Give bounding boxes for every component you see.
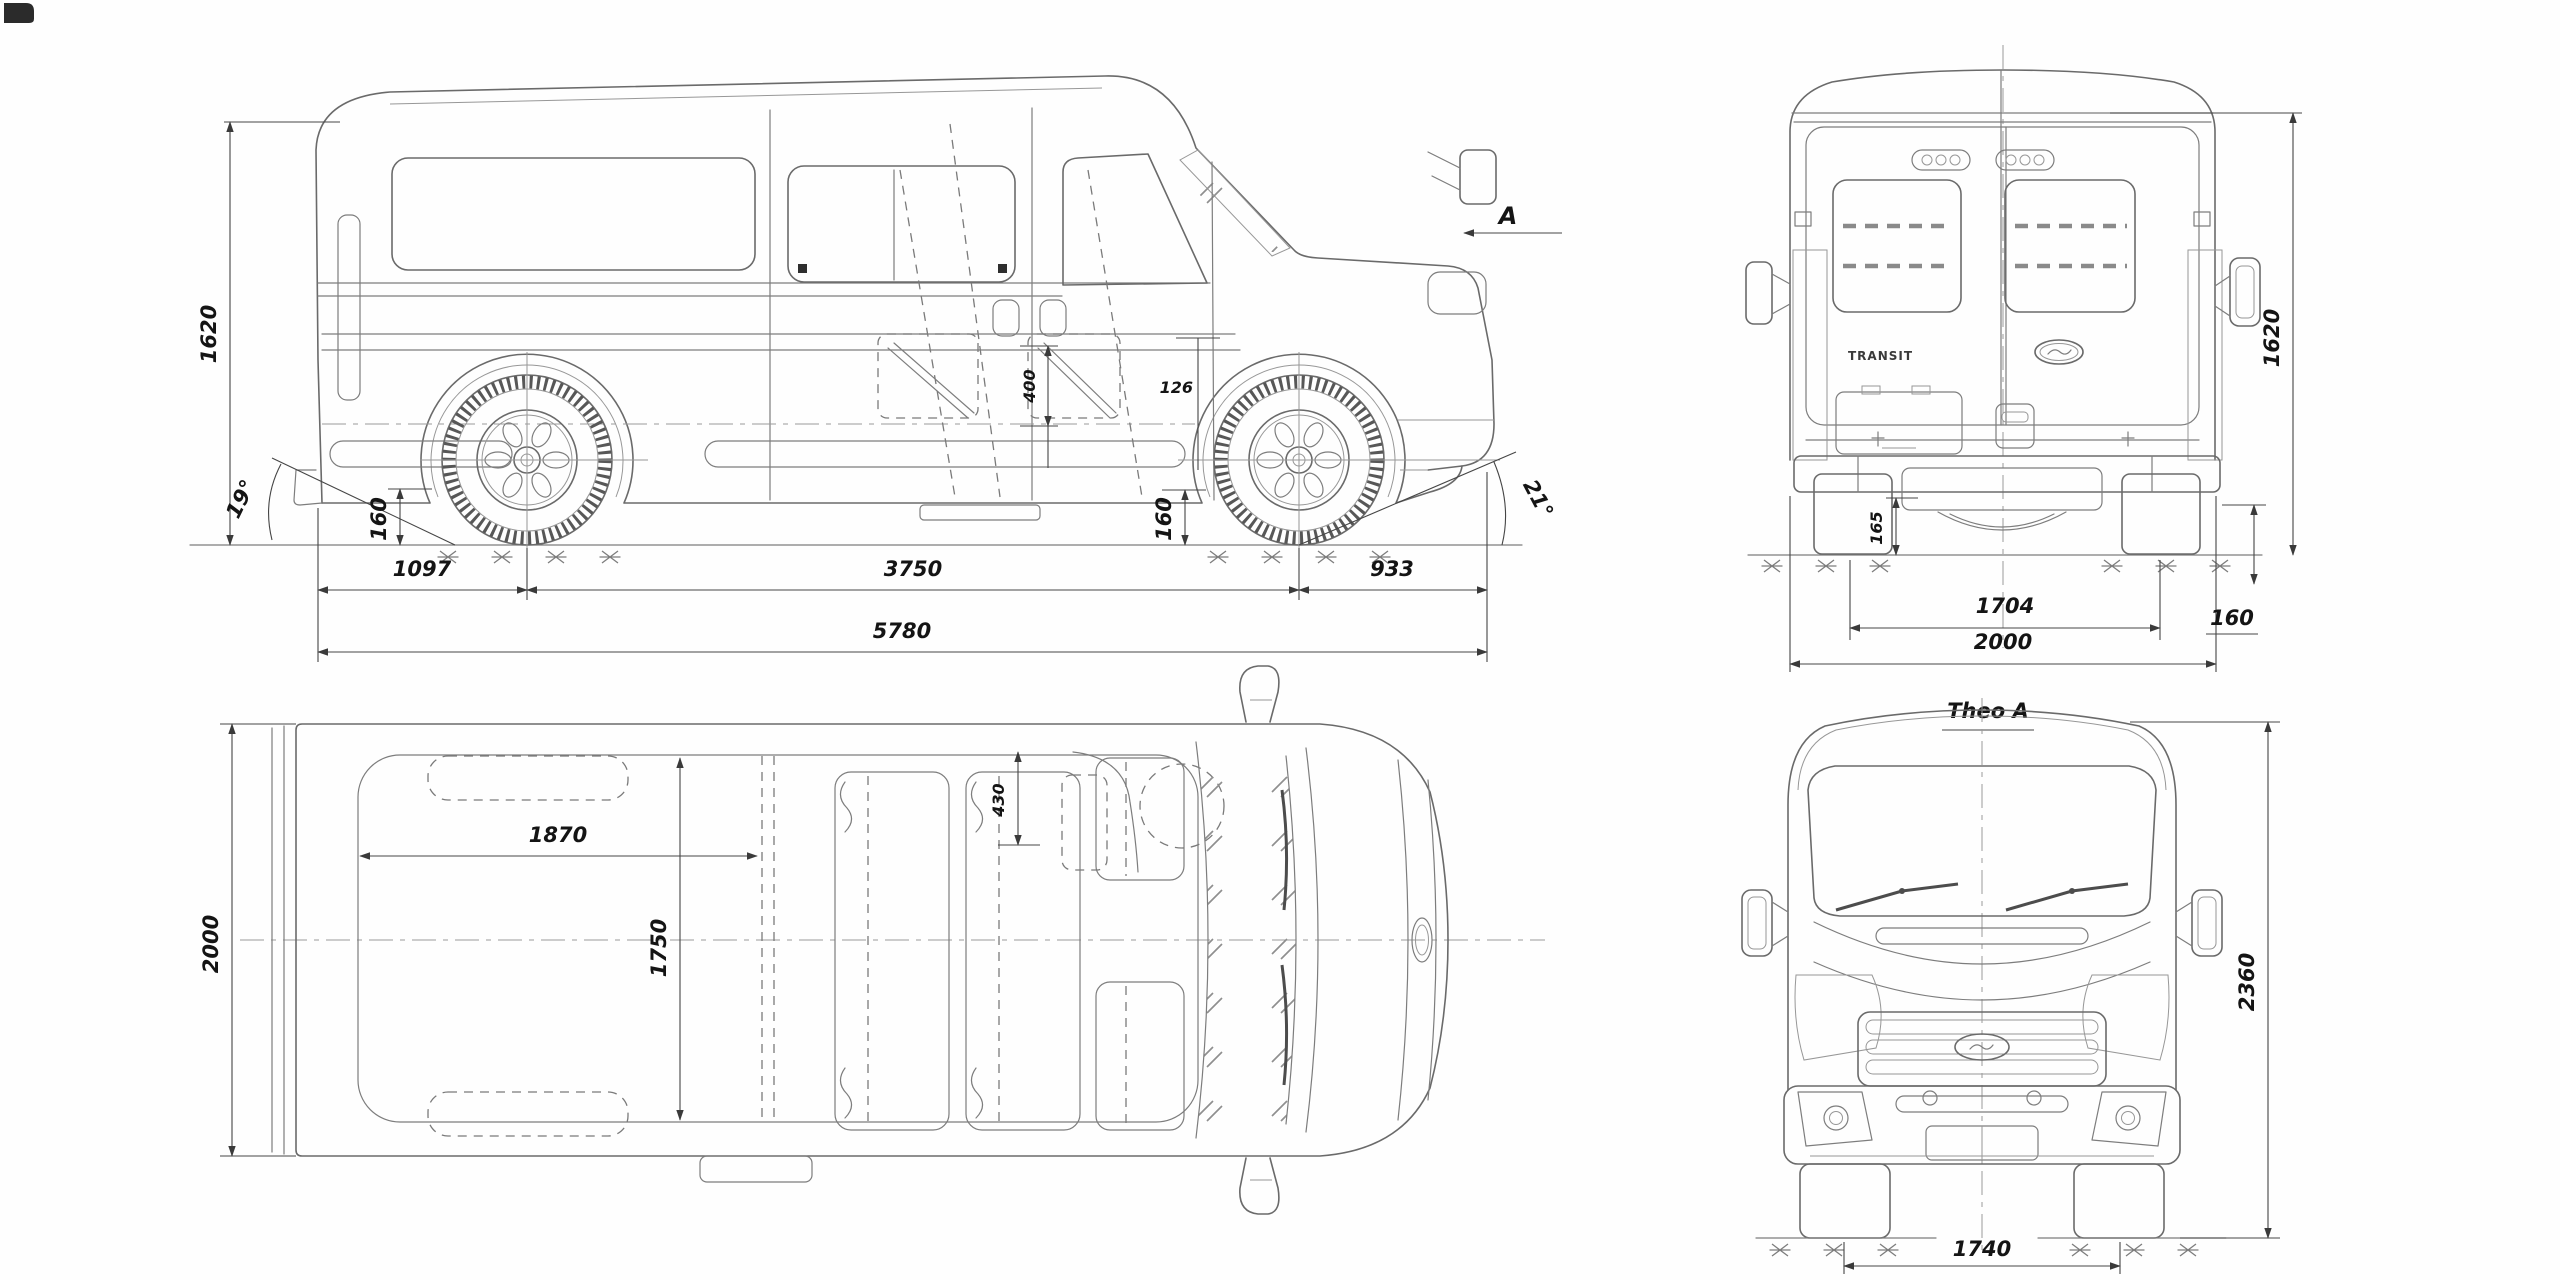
dim-side-rear-angle: 19°	[221, 476, 260, 522]
dim-rear-step-height: 160	[2210, 606, 2254, 630]
mirror-top-right	[1239, 1157, 1280, 1215]
front-tire-right	[2073, 1163, 2165, 1239]
bench-row-2	[965, 771, 1081, 1131]
cab-door-window	[1062, 153, 1208, 286]
van-body-outline	[315, 75, 1495, 504]
windshield-side	[1192, 178, 1282, 252]
dim-top-interior-width: 1750	[647, 919, 671, 977]
side-mirror	[1459, 149, 1497, 205]
mirror-front-left	[1741, 889, 1789, 957]
fog-lamp-left	[1823, 1105, 1849, 1131]
interior-outline	[357, 754, 1199, 1123]
door-step	[919, 504, 1041, 521]
top-body-outline	[295, 723, 1449, 1157]
headlamp-right	[2082, 974, 2170, 1061]
top-dimensions: 2000 1870 1750 430	[199, 723, 1040, 1157]
dim-side-front-overhang: 933	[1370, 557, 1414, 581]
dim-rear-track: 1704	[1976, 594, 2034, 618]
door-handle-rear	[1995, 403, 2035, 449]
dim-rear-ground-clearance: 165	[1867, 511, 1886, 544]
brand-logo-rear	[2034, 339, 2084, 365]
dim-side-rear-overhang: 1097	[393, 557, 452, 581]
dim-front-overall-height: 2360	[2235, 953, 2259, 1011]
hood-logo	[1411, 917, 1433, 963]
rear-tire-right	[2121, 473, 2201, 555]
rear-seat-side	[877, 333, 979, 419]
headlamp-side	[1427, 271, 1487, 315]
dim-side-seat-offset: 126	[1160, 378, 1193, 397]
mirror-rear-left	[1745, 261, 1791, 325]
dim-front-track: 1740	[1953, 1237, 2011, 1261]
sliding-door-window	[787, 165, 1016, 283]
model-badge: TRANSIT	[1848, 349, 1913, 363]
dim-side-rear-clearance: 160	[367, 497, 391, 541]
front-seat-side	[1027, 333, 1121, 419]
wheel-well	[427, 755, 629, 801]
rear-side-window	[391, 157, 756, 271]
passenger-seat	[1095, 981, 1185, 1131]
mirror-rear-right	[2214, 257, 2261, 327]
dim-side-wheelbase: 3750	[884, 557, 942, 581]
brand-logo-front	[1954, 1033, 2010, 1061]
dim-side-overall-length: 5780	[873, 619, 931, 643]
rear-pillar-left	[1792, 249, 1828, 461]
step-top	[699, 1155, 813, 1183]
side-rub-strip	[704, 440, 1186, 468]
mirror-top-left	[1239, 665, 1280, 723]
spare-tire	[1901, 467, 2103, 531]
driver-seat	[1095, 757, 1185, 881]
view-marker-a: A	[1497, 202, 1518, 230]
front-bumper	[1783, 1085, 2181, 1165]
rear-doors	[1805, 126, 2200, 426]
window-latch	[798, 264, 807, 273]
fog-lamp-right	[2115, 1105, 2141, 1131]
dim-rear-body-height: 1620	[2260, 309, 2284, 367]
dim-top-overall-width: 2000	[199, 915, 223, 973]
rear-bumper	[1793, 455, 2221, 493]
mirror-front-right	[2175, 889, 2223, 957]
front-door-handle	[1039, 299, 1067, 337]
rear-body-outline	[1789, 69, 2216, 461]
high-mount-lamps	[1911, 149, 2055, 171]
side-dimensions: 1620 19° 160 1097 3750 933 5780 160 21° …	[197, 121, 1562, 662]
wipers-top	[1280, 789, 1289, 1086]
front-view: 2360 1740	[1741, 698, 2280, 1274]
window-latch	[998, 264, 1007, 273]
headlamp-left	[1794, 974, 1882, 1061]
tail-lamp-strip	[337, 214, 361, 401]
rear-window-left	[1832, 179, 1962, 313]
rear-pillar-right	[2187, 249, 2223, 461]
dim-side-front-clearance: 160	[1152, 497, 1176, 541]
cowl-vent	[1875, 927, 2089, 945]
windshield-front	[1807, 765, 2157, 917]
rear-view: TRANSIT	[1745, 45, 2302, 731]
front-tire-left	[1799, 1163, 1891, 1239]
dim-top-door-opening: 430	[989, 783, 1008, 817]
bench-row-3	[834, 771, 950, 1131]
lower-grille	[1895, 1095, 2069, 1113]
dim-top-cargo-length: 1870	[529, 823, 587, 847]
rear-tire-left	[1813, 473, 1893, 555]
dim-side-front-angle: 21°	[1518, 476, 1558, 522]
corner-artifact	[4, 3, 34, 23]
side-view: 1620 19° 160 1097 3750 933 5780 160 21° …	[189, 75, 1562, 662]
front-dimensions: 2360 1740	[1843, 721, 2280, 1274]
a-pillar-hatch	[1179, 149, 1291, 257]
rear-dimensions: 1620 165 1704 2000 160 Theo A	[1789, 112, 2302, 731]
rear-window-right	[2004, 179, 2136, 313]
windshield-top	[1196, 742, 1296, 1138]
license-recess	[1835, 385, 1963, 455]
sliding-door-handle	[992, 299, 1020, 337]
dim-side-body-height: 1620	[197, 305, 221, 363]
wheel-well	[427, 1091, 629, 1137]
top-view: 2000 1870 1750 430	[199, 665, 1545, 1215]
dim-rear-overall-width: 2000	[1974, 630, 2032, 654]
front-body-outline	[1787, 709, 2177, 1091]
dim-side-seat-height: 400	[1020, 369, 1039, 403]
